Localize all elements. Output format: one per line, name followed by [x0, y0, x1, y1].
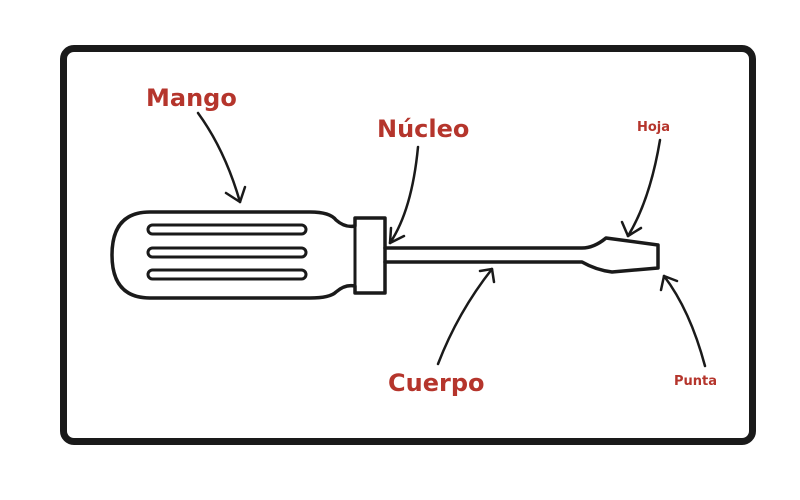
nucleo-arrow: [388, 145, 420, 245]
mango-arrow-head: [224, 185, 247, 204]
screwdriver-shaft: [383, 236, 660, 274]
mango-arrow: [196, 111, 242, 204]
hoja-arrow: [626, 138, 662, 238]
label-punta: Punta: [674, 374, 718, 389]
label-nucleo: Núcleo: [377, 115, 470, 143]
punta-arrow: [662, 274, 707, 368]
label-mango: Mango: [146, 84, 237, 112]
hoja-arrow-head: [620, 220, 643, 238]
handle-groove: [146, 223, 308, 236]
cuerpo-arrow-head: [478, 267, 496, 284]
handle-groove: [146, 268, 308, 281]
label-cuerpo: Cuerpo: [388, 369, 485, 397]
arrows: [196, 111, 707, 368]
handle-groove: [146, 246, 308, 259]
screwdriver-handle: [110, 210, 387, 300]
cuerpo-arrow: [436, 267, 494, 366]
punta-arrow-head: [659, 274, 679, 292]
nucleo-arrow-head: [388, 226, 406, 245]
label-hoja: Hoja: [637, 120, 671, 135]
diagram-frame: [60, 45, 756, 445]
